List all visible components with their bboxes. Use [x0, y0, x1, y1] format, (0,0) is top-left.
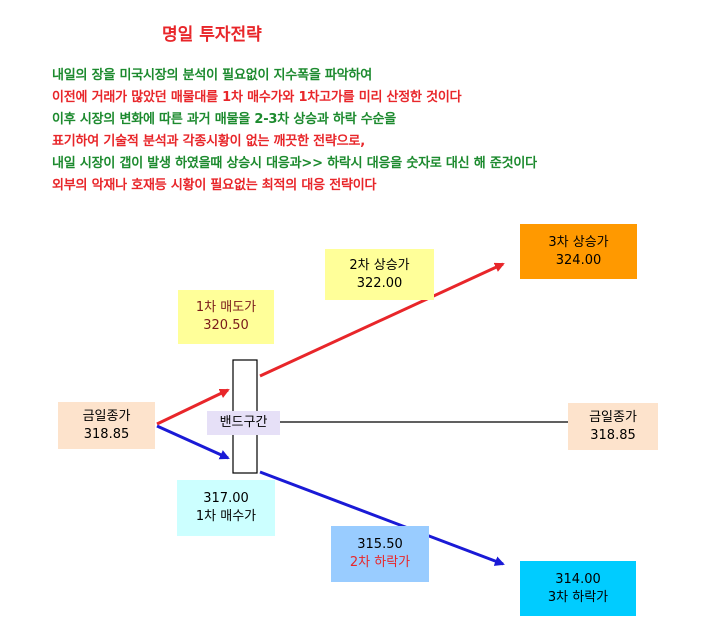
description-line-2: 이전에 거래가 많았던 매물대를 1차 매수가와 1차고가를 미리 산정한 것이…: [52, 90, 462, 105]
fall-arrow-to-fall3: [259, 470, 505, 566]
buy1-box: 317.00 1차 매수가: [177, 480, 275, 536]
fall3-value: 314.00: [555, 571, 601, 587]
fall3-box: 314.00 3차 하락가: [520, 561, 636, 616]
fall2-box: 315.50 2차 하락가: [331, 526, 429, 582]
rise2-value: 322.00: [356, 275, 403, 291]
fall2-value: 315.50: [357, 537, 403, 552]
today-close-left-box: 금일종가 318.85: [58, 402, 155, 449]
fall3-label: 3차 하락가: [547, 589, 609, 605]
rise2-box: 2차 상승가 322.00: [325, 249, 434, 300]
today-close-left-value: 318.85: [83, 426, 130, 442]
fall2-label: 2차 하락가: [349, 555, 411, 570]
band-label: 밴드구간: [207, 411, 280, 435]
description-line-4: 표기하여 기술적 분석과 각종시황이 없는 깨끗한 전략으로,: [52, 134, 365, 149]
sell1-label: 1차 매도가: [195, 300, 257, 315]
description-line-6: 외부의 악재나 호재등 시황이 필요없는 최적의 대응 전략이다: [52, 178, 377, 193]
rise3-value: 324.00: [555, 252, 602, 268]
today-close-right-box: 금일종가 318.85: [568, 403, 658, 450]
fall-arrow-to-band: [156, 424, 230, 460]
today-close-right-label: 금일종가: [589, 409, 637, 425]
rise2-label: 2차 상승가: [349, 257, 410, 273]
rise-arrow-to-band: [156, 388, 230, 426]
rise3-box: 3차 상승가 324.00: [520, 224, 637, 279]
rise3-label: 3차 상승가: [548, 234, 609, 250]
today-close-left-label: 금일종가: [82, 408, 131, 424]
description-line-5: 내일 시장이 갭이 발생 하였을때 상승시 대응과>> 하락시 대응을 숫자로 …: [52, 156, 537, 171]
buy1-value: 317.00: [203, 491, 249, 506]
description-line-1: 내일의 장을 미국시장의 분석이 필요없이 지수폭을 파악하여: [52, 68, 372, 83]
page-title: 명일 투자전략: [162, 25, 262, 45]
sell1-box: 1차 매도가 320.50: [178, 290, 274, 344]
sell1-value: 320.50: [203, 318, 249, 333]
rise-arrow-to-rise3: [259, 262, 505, 378]
buy1-label: 1차 매수가: [195, 509, 257, 524]
description-line-3: 이후 시장의 변화에 따른 과거 매물을 2-3차 상승과 하락 수순을: [52, 112, 397, 127]
today-close-right-value: 318.85: [590, 427, 636, 443]
